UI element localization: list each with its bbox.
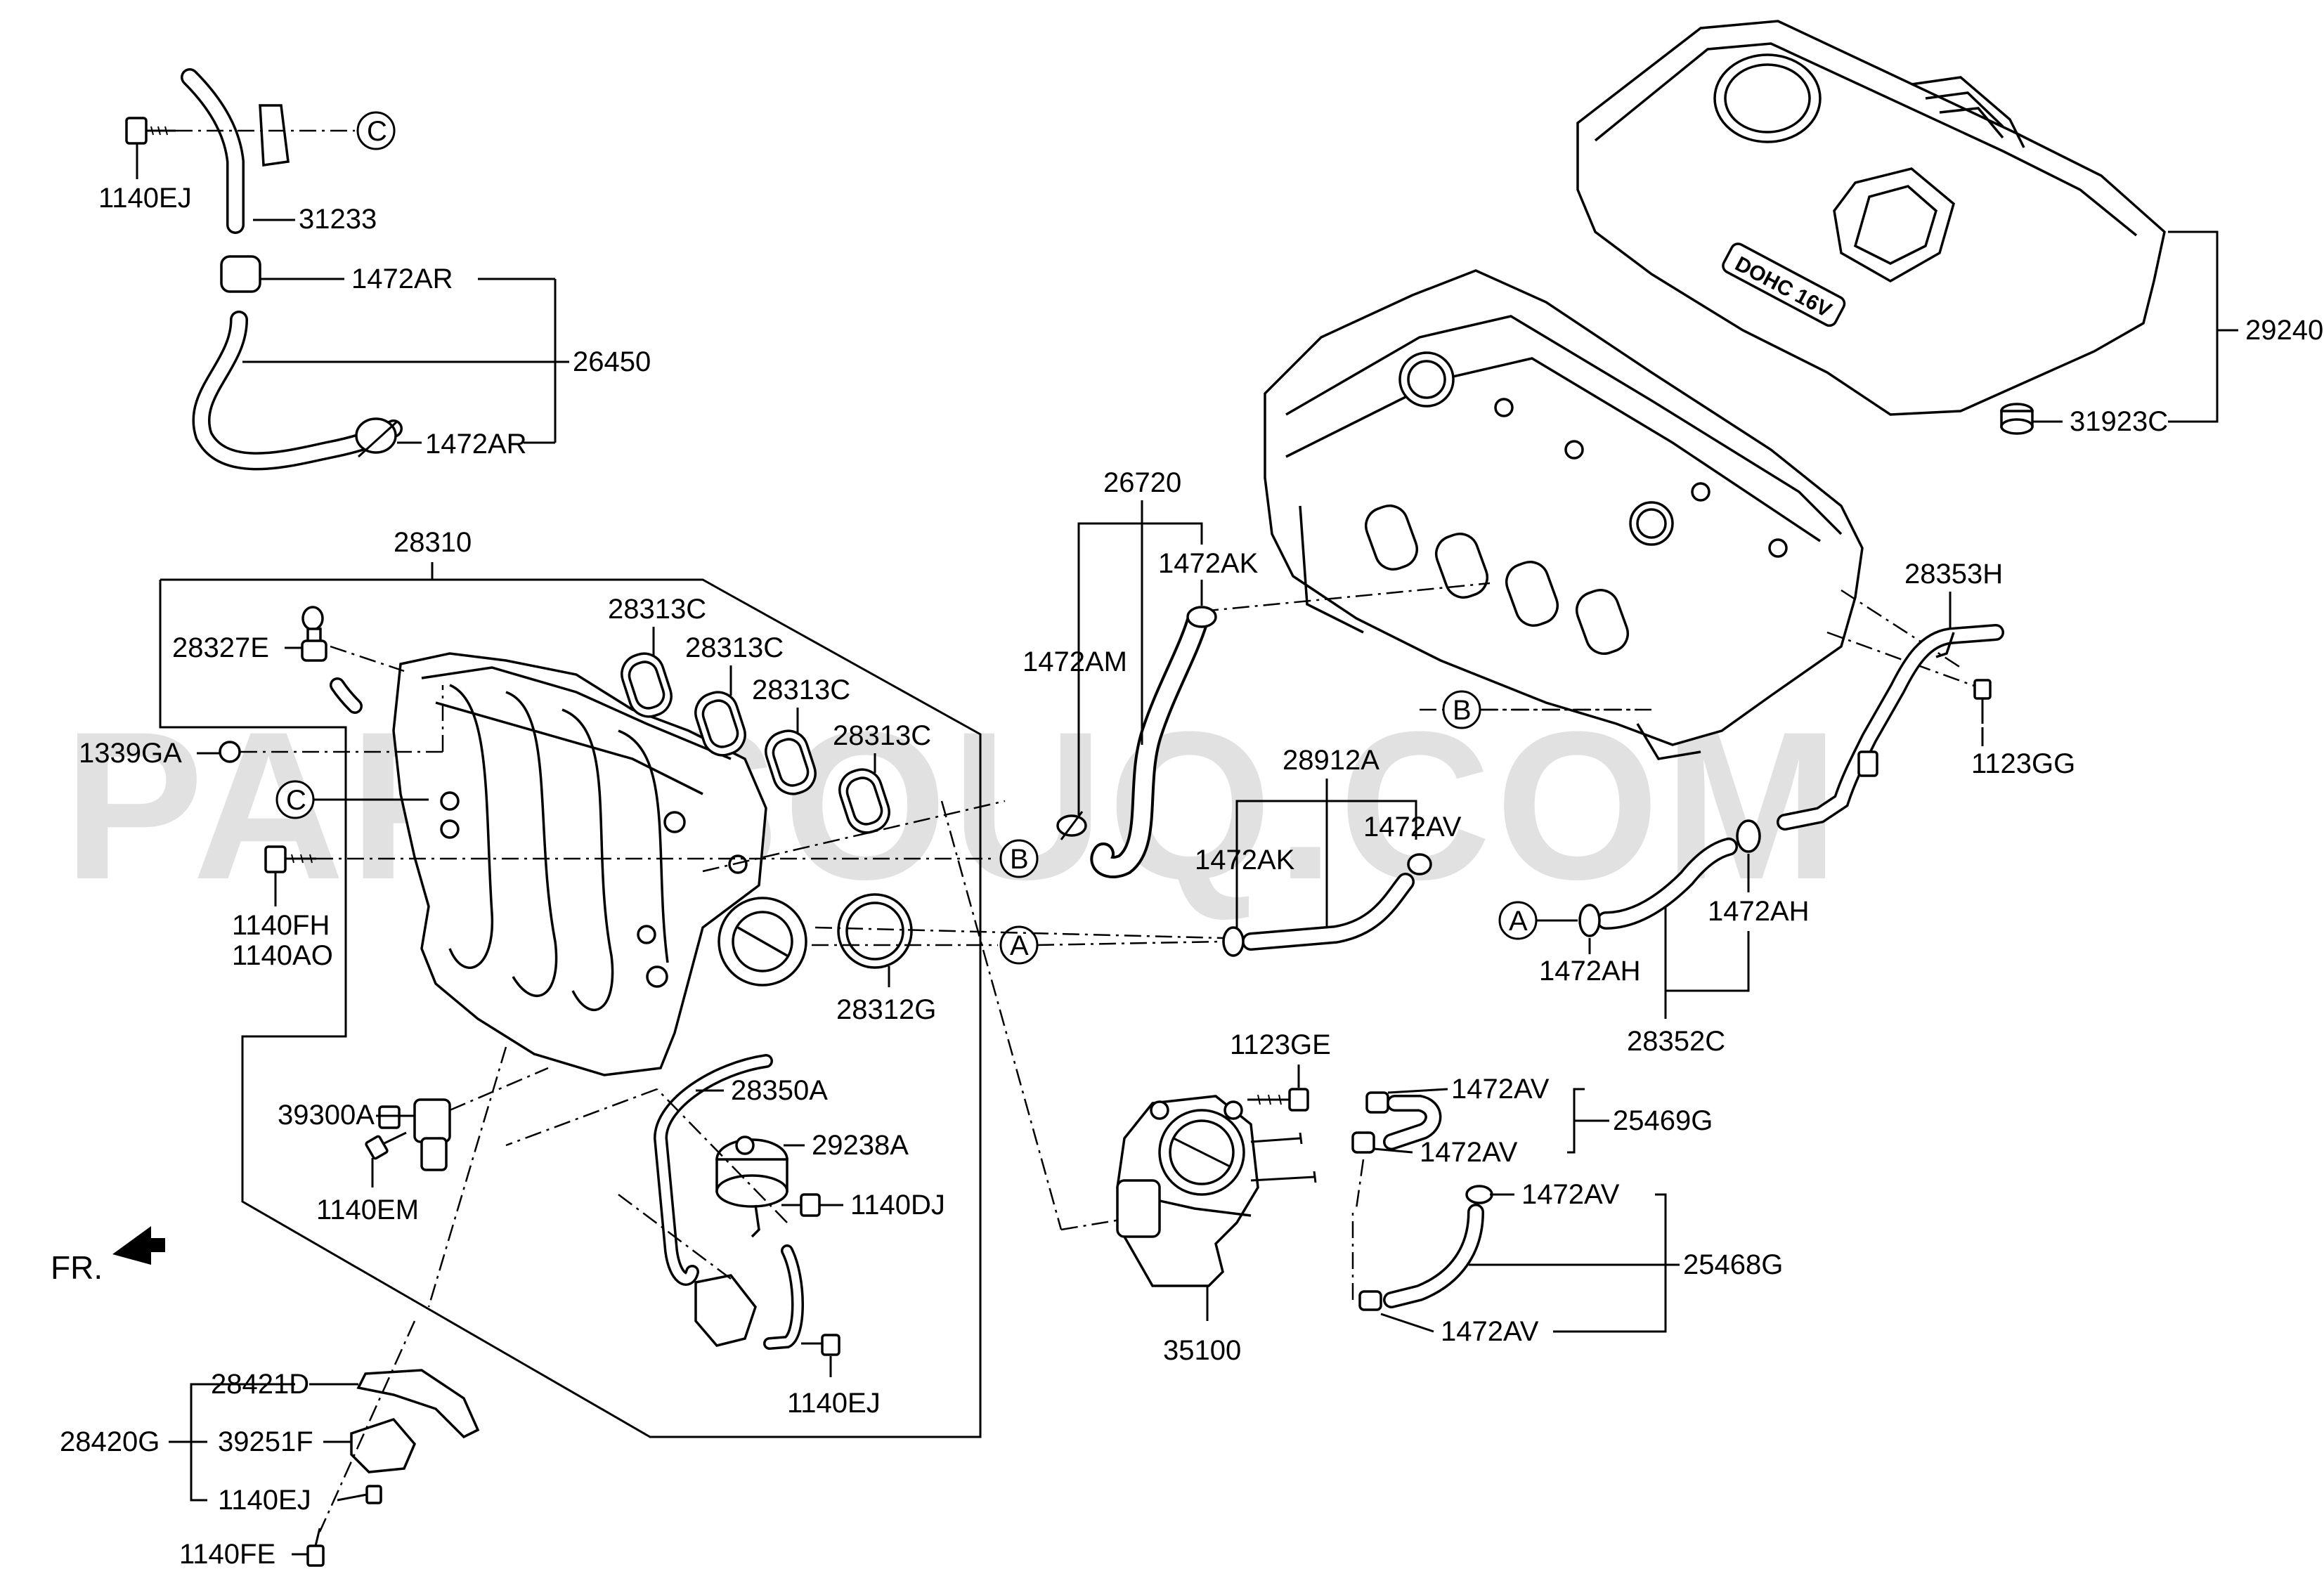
svg-text:A: A bbox=[1010, 930, 1029, 961]
label-1123ge: 1123GE bbox=[1230, 1029, 1331, 1060]
label-1140em: 1140EM bbox=[316, 1195, 419, 1225]
sensor-39300a bbox=[378, 1098, 451, 1171]
bolt-1123gg bbox=[1973, 679, 1992, 724]
clamp-1472ar-1 bbox=[220, 255, 261, 293]
label-1140fh: 1140FH bbox=[232, 910, 330, 941]
engine-cover-29240: DOHC 16V bbox=[1576, 20, 2166, 416]
ref-marker-a-right: A bbox=[1498, 901, 1538, 940]
label-31923c: 31923C bbox=[2070, 406, 2168, 437]
label-28353h: 28353H bbox=[1904, 559, 2003, 590]
svg-text:C: C bbox=[367, 116, 387, 147]
label-1472ak-mid: 1472AK bbox=[1195, 845, 1295, 876]
label-1472ah-1: 1472AH bbox=[1708, 896, 1810, 927]
bolt-1140dj bbox=[781, 1193, 821, 1217]
watermark-text: PARTSOUQ.COM bbox=[63, 687, 1843, 923]
bracket-31233 bbox=[259, 104, 290, 167]
hose-28352c bbox=[1578, 819, 1761, 937]
label-28421d: 28421D bbox=[211, 1369, 309, 1400]
bolt-1140em bbox=[365, 1131, 407, 1160]
svg-text:A: A bbox=[1509, 906, 1528, 937]
label-31233: 31233 bbox=[299, 204, 377, 235]
label-28310: 28310 bbox=[394, 527, 472, 558]
label-1140ej-low: 1140EJ bbox=[218, 1485, 311, 1516]
label-28312g: 28312G bbox=[836, 994, 936, 1025]
label-28352c: 28352C bbox=[1627, 1026, 1725, 1057]
label-1339ga: 1339GA bbox=[79, 738, 182, 769]
clamp-1472ar-2 bbox=[355, 417, 397, 454]
label-1472ar-2: 1472AR bbox=[425, 429, 527, 460]
cap-31923c bbox=[2000, 403, 2034, 435]
label-1472ak-top: 1472AK bbox=[1158, 548, 1259, 579]
label-28313c-1: 28313C bbox=[608, 594, 706, 625]
bolt-1140ej-low bbox=[365, 1485, 382, 1504]
svg-text:B: B bbox=[1010, 844, 1029, 875]
label-29240: 29240 bbox=[2245, 315, 2323, 346]
label-35100: 35100 bbox=[1163, 1335, 1241, 1366]
ref-marker-b-left: B bbox=[999, 839, 1039, 878]
bolt-1140ej-mid bbox=[801, 1334, 840, 1356]
ref-marker-c-mid: C bbox=[275, 780, 315, 819]
hose-25469g bbox=[1351, 1091, 1442, 1154]
label-28313c-2: 28313C bbox=[685, 632, 784, 663]
label-25468g: 25468G bbox=[1683, 1249, 1783, 1280]
label-1472am: 1472AM bbox=[1023, 646, 1127, 677]
label-28350a: 28350A bbox=[731, 1075, 828, 1106]
label-1472ar-1: 1472AR bbox=[351, 263, 453, 294]
cylinder-head bbox=[1264, 269, 1864, 760]
gaskets-28313c bbox=[621, 652, 890, 834]
label-25469g: 25469G bbox=[1613, 1105, 1713, 1136]
label-28420g: 28420G bbox=[60, 1426, 160, 1457]
svg-text:C: C bbox=[286, 785, 306, 816]
bracket-28421d bbox=[356, 1369, 480, 1439]
label-28313c-4: 28313C bbox=[833, 720, 931, 751]
front-arrow-icon bbox=[112, 1226, 165, 1265]
ref-marker-c-top: C bbox=[356, 111, 396, 150]
label-28327e: 28327E bbox=[172, 632, 269, 663]
svg-text:B: B bbox=[1453, 695, 1472, 726]
front-label: FR. bbox=[51, 1249, 103, 1286]
label-1140dj: 1140DJ bbox=[850, 1190, 945, 1221]
throttle-body-35100 bbox=[1116, 1095, 1259, 1287]
label-1140ej-top: 1140EJ bbox=[98, 183, 192, 214]
actuator-29238a bbox=[715, 1135, 788, 1238]
label-1472av-b: 1472AV bbox=[1420, 1137, 1518, 1168]
valve-28327e bbox=[301, 606, 363, 714]
label-28912a: 28912A bbox=[1283, 745, 1380, 776]
label-1140ej-mid: 1140EJ bbox=[787, 1388, 881, 1419]
label-26720: 26720 bbox=[1103, 467, 1181, 498]
ref-marker-b-right: B bbox=[1442, 690, 1481, 729]
label-1472av-d: 1472AV bbox=[1441, 1316, 1539, 1347]
label-28313c-3: 28313C bbox=[752, 675, 850, 705]
front-direction-indicator: FR. bbox=[51, 1226, 165, 1286]
group-outline-28310 bbox=[159, 578, 982, 1438]
label-39300a: 39300A bbox=[278, 1100, 375, 1131]
bolt-1140ej-top bbox=[125, 117, 176, 145]
hose-28912a bbox=[1222, 853, 1432, 957]
label-1472av-c: 1472AV bbox=[1521, 1179, 1620, 1210]
bolt-1140fh bbox=[264, 845, 316, 873]
dipstick-tube-assembly bbox=[125, 68, 403, 471]
label-26450: 26450 bbox=[573, 346, 651, 377]
label-1472ah-2: 1472AH bbox=[1539, 956, 1641, 987]
hose-25468g bbox=[1358, 1185, 1493, 1311]
solenoid-valve bbox=[694, 1244, 804, 1350]
label-1140ao: 1140AO bbox=[232, 940, 333, 971]
label-1123gg: 1123GG bbox=[1971, 748, 2075, 779]
intake-manifold-28310 bbox=[392, 652, 807, 1076]
label-1140fe: 1140FE bbox=[179, 1539, 275, 1570]
label-39251f: 39251F bbox=[218, 1426, 313, 1457]
plug-1339ga bbox=[219, 741, 241, 763]
pipe-28353h bbox=[1777, 624, 2004, 831]
bracket-39251f bbox=[350, 1417, 417, 1473]
bolt-1140fe bbox=[306, 1528, 325, 1567]
label-1472av-a: 1472AV bbox=[1451, 1074, 1550, 1105]
hose-26720 bbox=[1056, 606, 1217, 878]
bolt-1123ge bbox=[1247, 1088, 1309, 1112]
gasket-28312g bbox=[837, 893, 913, 969]
label-1472av-top: 1472AV bbox=[1363, 812, 1462, 842]
label-29238a: 29238A bbox=[812, 1130, 909, 1161]
